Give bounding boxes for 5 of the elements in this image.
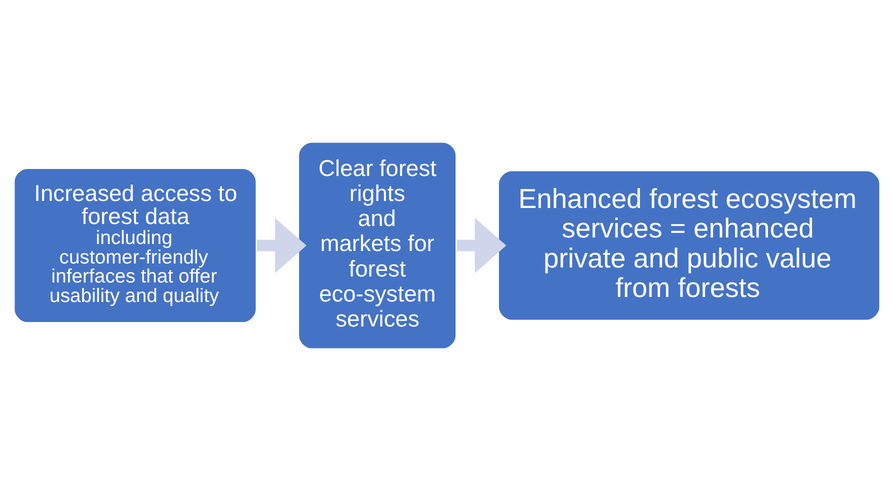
node-box: Clear forest rights and markets for forest eco-system services xyxy=(296,140,458,350)
node-box: Increased access to forest data including customer-friendly inferfaces that offer usability and quality xyxy=(12,166,258,324)
arrow xyxy=(256,217,306,273)
arrow xyxy=(456,217,506,273)
node-box: Enhanced forest ecosystem services = enhanced private and public value from forests xyxy=(496,168,882,322)
